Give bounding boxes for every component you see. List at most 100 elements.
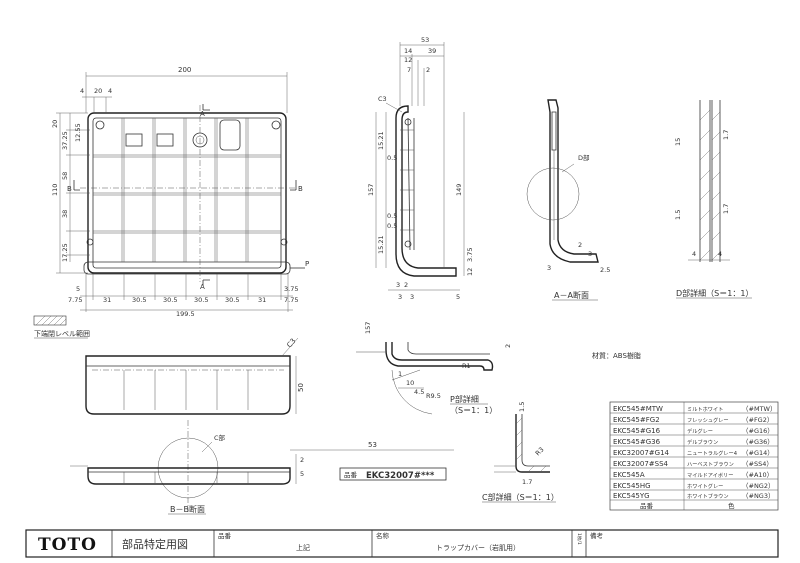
- color-row-7-code: （#A10）: [742, 471, 773, 479]
- dim-bottom-small-1: 5: [76, 285, 80, 293]
- p-dim-r1: R1: [462, 362, 471, 370]
- color-row-2-name: フレッシュグレー: [687, 416, 729, 424]
- c-dim-17: 1.7: [522, 478, 532, 486]
- view-p-label: P: [305, 260, 309, 268]
- bb-dim-5: 5: [300, 470, 304, 478]
- bottom-view: 50 C3: [85, 337, 305, 512]
- side-dim-left-1: 15.21: [377, 131, 385, 150]
- detail-d-label: D部詳細（S＝1：1）: [676, 288, 753, 298]
- dim-left-17-25: 17.25: [61, 243, 69, 262]
- side-dim-top-12: 12: [404, 56, 412, 64]
- dim-top-3: 4: [108, 87, 112, 95]
- color-row-6-name: ハーベストブラウン: [687, 460, 734, 468]
- detail-p-label: P部詳細: [450, 394, 479, 404]
- aa-dim-4: 2.5: [600, 266, 610, 274]
- dim-bottom-5: 30.5: [194, 296, 208, 304]
- color-row-1-code: （#MTW）: [742, 405, 776, 413]
- section-bb-label: B－B断面: [170, 504, 205, 514]
- stamp-prefix: 品番: [344, 471, 358, 479]
- side-dim-bottom-2: 2: [404, 281, 408, 289]
- dim-left-37-25: 37.25: [61, 131, 69, 150]
- detail-d: 15 1.7 1.5 1.7 4 4 D部詳細（S＝1：1）: [674, 100, 753, 299]
- dim-width-bottom: 199.5: [176, 310, 195, 318]
- p-dim-10: 10: [406, 379, 414, 387]
- side-dim-left-05a: 0.5: [387, 154, 397, 162]
- side-dim-left-05b: 0.5: [387, 212, 397, 220]
- p-dim-45: 4.5: [414, 388, 424, 396]
- dim-bottom-6: 30.5: [225, 296, 239, 304]
- color-row-9-code: （#NG3）: [742, 492, 774, 500]
- p-dim-r95: R9.5: [426, 392, 441, 400]
- section-a-label-bottom: A: [200, 283, 205, 291]
- color-row-2-part: EKC545#FG2: [613, 416, 660, 424]
- dim-left-12-55: 12.55: [74, 123, 82, 142]
- dim-bottom-7: 31: [258, 296, 266, 304]
- aa-detail-d-ref: D部: [578, 153, 590, 162]
- aa-dim-1: 3: [547, 264, 551, 272]
- section-aa: D部 3 2 3 2.5 A－A断面: [526, 99, 610, 301]
- aa-dim-2: 2: [578, 241, 582, 249]
- side-dim-left-157: 157: [367, 184, 375, 196]
- dim-width-overall: 200: [178, 66, 191, 74]
- color-row-5-code: （#G14）: [742, 449, 774, 457]
- color-row-3-name: デルグレー: [687, 427, 713, 435]
- section-aa-label: A－A断面: [554, 290, 589, 300]
- color-row-7-name: マイルドアイボリー: [687, 471, 733, 479]
- brand-logo: TOTO: [38, 535, 97, 555]
- color-row-1-part: EKC545#MTW: [613, 405, 663, 413]
- detail-p-scale: （S＝1：1）: [450, 406, 497, 415]
- stamp-code: EKC32007#***: [366, 471, 435, 481]
- side-dim-bottom-3: 5: [456, 293, 460, 301]
- level-range-label: 下端閉レベル範囲: [34, 329, 90, 338]
- p-dim-1: 1: [398, 370, 402, 378]
- dim-bottom-8: 7.75: [284, 296, 298, 304]
- section-bb: C部 2 5 53 品番 EKC32007#*** B－B断面: [70, 433, 454, 515]
- dim-top-2: 20: [94, 87, 102, 95]
- color-row-4-name: デルブラウン: [687, 438, 718, 446]
- side-dim-right-375: 3.75: [466, 248, 474, 262]
- color-row-7-part: EKC545A: [613, 471, 645, 479]
- color-row-4-part: EKC545#G36: [613, 438, 661, 446]
- dim-bottom-3: 30.5: [132, 296, 146, 304]
- part-stamp-frame: [339, 467, 447, 481]
- color-table-footer-color: 色: [728, 501, 735, 510]
- dim-bottom-1: 7.75: [68, 296, 82, 304]
- c-dim-r3: R3: [534, 446, 546, 458]
- color-table: EKC545#MTW EKC545#FG2 EKC545#G16 EKC545#…: [609, 401, 779, 511]
- side-dim-bottom-1: 3: [396, 281, 400, 289]
- level-range-swatch: [33, 315, 67, 326]
- section-b-label-left: B: [67, 185, 72, 193]
- bb-dim-2: 2: [300, 456, 304, 464]
- color-row-8-code: （#NG2）: [742, 482, 774, 490]
- front-view: A A B B P 200 4 20 4 20 37.25: [33, 66, 309, 339]
- dim-left-38: 38: [61, 210, 69, 218]
- color-row-9-name: ホワイトブラウン: [687, 492, 729, 500]
- side-dim-top-2: 2: [426, 66, 430, 74]
- side-dim-bottom-5: 3: [410, 293, 414, 301]
- part-no-label: 品番: [218, 532, 232, 540]
- part-no-value: 上記: [296, 543, 310, 552]
- side-dim-right-12: 12: [466, 268, 474, 276]
- color-row-1-name: ミルトホワイト: [687, 406, 723, 413]
- bb-detail-c-ref: C部: [214, 433, 226, 442]
- color-row-3-part: EKC545#G16: [613, 427, 661, 435]
- bb-dim-53: 53: [368, 441, 377, 449]
- color-row-3-code: （#G16）: [742, 427, 774, 435]
- side-dim-bottom-4: 3: [398, 293, 402, 301]
- color-row-5-part: EKC32007#G14: [613, 449, 670, 457]
- remarks-label: 備考: [590, 531, 604, 540]
- dim-left-20: 20: [51, 120, 59, 128]
- detail-c: 1.5 R3 1.7 C部詳細（S＝1：1）: [482, 402, 559, 503]
- bottom-dim-c3: C3: [285, 337, 297, 349]
- aa-dim-3: 3: [588, 250, 592, 258]
- name-value: トラップカバー（岩肌用）: [436, 543, 520, 552]
- d-dim-3: 1.5: [674, 210, 682, 220]
- dim-bottom-2: 31: [103, 296, 111, 304]
- d-dim-1: 15: [674, 138, 682, 146]
- color-row-9-part: EKC545YG: [613, 492, 650, 500]
- side-dim-top-14: 14: [404, 47, 412, 55]
- title-block: TOTO 部品特定用図 品番 上記 名称 トラップカバー（岩肌用） 1枚/1 備…: [25, 529, 779, 558]
- side-dim-left-05c: 0.5: [387, 222, 397, 230]
- section-a-label-top: A: [200, 110, 205, 118]
